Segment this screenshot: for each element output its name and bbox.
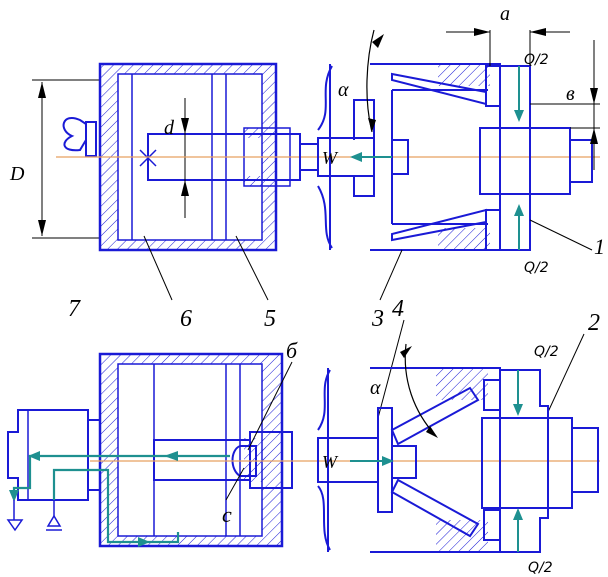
- seal-top-b: [244, 176, 262, 186]
- label-Q2-bot-right: Q/2: [534, 344, 559, 360]
- dimension-D: [32, 79, 100, 239]
- label-b-cyr: б: [286, 338, 298, 363]
- bottom-wall-hatch: [118, 240, 276, 250]
- label-c: c: [222, 502, 232, 527]
- label-7: 7: [68, 296, 81, 322]
- top-assembly: D d: [9, 28, 600, 252]
- label-b: в: [566, 83, 575, 105]
- label-W-bottom: W: [322, 452, 339, 472]
- label-4: 4: [392, 296, 404, 322]
- knob-stem-top: [85, 121, 97, 157]
- dimension-d: [181, 98, 189, 218]
- flow-line-return: [12, 454, 230, 498]
- label-Q2-top-bottom: Q/2: [524, 260, 549, 276]
- label-W-top: W: [322, 148, 339, 168]
- label-alpha-bottom: α: [370, 377, 381, 399]
- workpiece-bottom: [481, 417, 573, 509]
- label-Q2-top-right: Q/2: [524, 52, 549, 68]
- label-a: a: [500, 3, 510, 25]
- chuck-body-top: [317, 64, 333, 250]
- label-1: 1: [594, 234, 605, 259]
- label-d: d: [164, 117, 175, 139]
- flow-line-supply: [52, 468, 180, 544]
- handwheel-top: [62, 117, 87, 152]
- top-wall-hatch: [118, 64, 276, 74]
- label-alpha-top: α: [338, 79, 349, 101]
- bottom-assembly: [6, 343, 600, 553]
- label-Q2-bot-bottom: Q/2: [528, 560, 553, 576]
- seal-top-a: [244, 128, 262, 138]
- workpiece-top: [479, 127, 571, 195]
- piston-rod-bottom: [153, 439, 251, 481]
- label-3: 3: [371, 306, 384, 332]
- label-D: D: [9, 163, 25, 185]
- label-6: 6: [180, 306, 192, 332]
- label-2: 2: [588, 310, 600, 336]
- label-5: 5: [264, 306, 276, 332]
